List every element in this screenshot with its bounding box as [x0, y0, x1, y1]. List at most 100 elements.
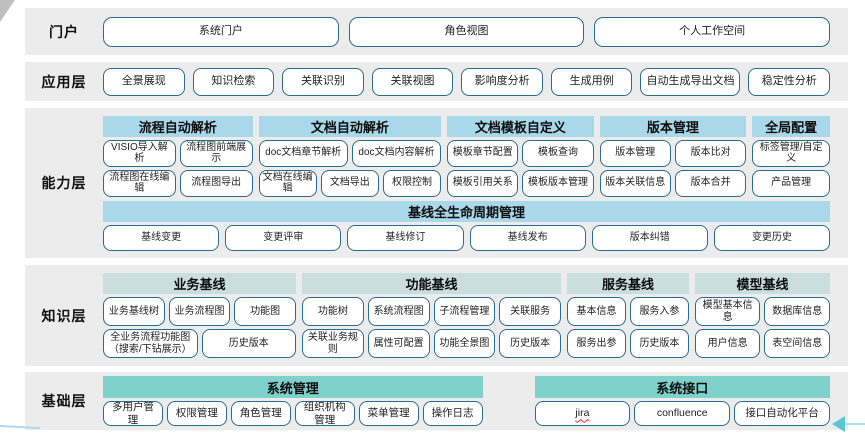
layer-band-portal: 门户 系统门户角色视图个人工作空间: [25, 8, 848, 55]
box-row: 基线变更变更评审基线修订基线发布版本纠错变更历史: [103, 224, 831, 251]
baseline-group: 基线全生命周期管理基线变更变更评审基线修订基线发布版本纠错变更历史: [103, 200, 831, 251]
item-box: 功能树: [302, 297, 364, 326]
item-box: 影响度分析: [461, 67, 543, 96]
item-box: 生成用例: [550, 67, 633, 96]
item-box: 权限控制: [382, 169, 442, 197]
group: 服务基线基本信息服务入参服务出参历史版本: [567, 273, 689, 358]
item-box: 功能图: [234, 297, 297, 326]
item-box: 表空间信息: [764, 329, 830, 358]
item-box: 组织机构管理: [294, 401, 355, 426]
corner-fold-decoration: [0, 0, 15, 22]
layer-label: 门户: [49, 23, 79, 40]
item-box: 用户信息: [694, 329, 761, 358]
group-header: 文档模板自定义: [447, 115, 594, 137]
layer-content: 业务基线业务基线树业务流程图功能图全业务流程功能图（搜索/下钻展示）历史版本功能…: [103, 265, 830, 366]
group: 文档模板自定义模板章节配置模板查询模板引用关系模板版本管理: [447, 115, 594, 197]
item-box: 标签管理/自定义: [752, 139, 830, 167]
layer-content: 系统门户角色视图个人工作空间: [103, 8, 831, 55]
item-box: 业务基线树: [103, 297, 165, 326]
box-row: 全景展现知识检索关联识别关联视图影响度分析生成用例自动生成导出文档稳定性分析: [103, 67, 831, 96]
item-box: 关联服务: [499, 297, 561, 326]
item-box: 子流程管理: [433, 297, 496, 326]
box-row: 全业务流程功能图（搜索/下钻展示）历史版本: [103, 329, 296, 358]
item-box: 版本比对: [674, 139, 747, 167]
box-row: 产品管理: [752, 169, 830, 197]
pointer-line-decoration: [841, 423, 865, 425]
item-box: 操作日志: [422, 401, 483, 426]
group-header: 文档自动解析: [258, 115, 442, 137]
item-box: 变更评审: [225, 224, 342, 251]
item-box: confluence: [634, 401, 731, 426]
box-row: 版本关联信息版本合并: [599, 169, 747, 197]
box-row: 服务出参历史版本: [567, 329, 689, 358]
item-box: 基本信息: [567, 297, 626, 326]
item-box: 系统门户: [103, 16, 339, 47]
box-row: 版本管理版本比对: [599, 139, 747, 167]
layer-content: 全景展现知识检索关联识别关联视图影响度分析生成用例自动生成导出文档稳定性分析: [103, 62, 831, 101]
item-box: 模型基本信息: [694, 297, 761, 326]
item-box: 属性可配置: [367, 329, 430, 358]
item-box: 文档导出: [320, 169, 379, 197]
group: 功能基线功能树系统流程图子流程管理关联服务关联业务规则属性可配置功能全景图历史版…: [302, 273, 562, 358]
box-row: 模型基本信息数据库信息: [694, 297, 830, 326]
group: 版本管理版本管理版本比对版本关联信息版本合并: [599, 115, 747, 197]
item-box: 基线发布: [469, 224, 586, 251]
item-box: 角色管理: [230, 401, 291, 426]
box-row: 标签管理/自定义: [752, 139, 830, 167]
item-box: 接口自动化平台: [734, 401, 830, 426]
group-header: 服务基线: [567, 273, 689, 294]
item-box: 变更历史: [713, 224, 831, 251]
item-box: 服务出参: [567, 329, 626, 358]
item-box: 系统流程图: [367, 297, 430, 326]
group-header: 版本管理: [599, 115, 747, 137]
box-row: 系统门户角色视图个人工作空间: [103, 16, 831, 47]
item-box: 历史版本: [629, 329, 689, 358]
box-row: 模板章节配置模板查询: [447, 139, 594, 167]
box-row: 业务基线树业务流程图功能图: [103, 297, 297, 326]
group-header: 基线全生命周期管理: [103, 200, 830, 222]
group-header: 流程自动解析: [103, 115, 253, 137]
layer-label: 知识层: [41, 307, 87, 324]
item-box: 流程图导出: [179, 169, 253, 197]
item-box: 功能全景图: [433, 329, 496, 358]
item-box: VISIO导入解析: [103, 139, 176, 167]
item-box: jira: [534, 401, 631, 426]
item-box: 权限管理: [166, 401, 227, 426]
item-box: 角色视图: [348, 16, 585, 47]
item-box: 文档在线编辑: [258, 169, 317, 197]
group-header: 系统管理: [103, 376, 483, 398]
box-row: 用户信息表空间信息: [694, 329, 830, 358]
item-box: 流程图前端展示: [179, 139, 253, 167]
item-box: 关联识别: [282, 67, 364, 96]
item-box: 多用户管理: [103, 401, 163, 426]
item-box: 模板查询: [522, 139, 594, 167]
item-box: 基线变更: [103, 224, 220, 251]
group: 全局配置标签管理/自定义产品管理: [752, 115, 830, 197]
group-header: 功能基线: [302, 273, 562, 294]
item-box: 关联视图: [371, 67, 454, 96]
item-box: 稳定性分析: [748, 67, 831, 96]
group-header: 模型基线: [694, 273, 830, 294]
item-box: 产品管理: [752, 169, 830, 197]
item-box: 基线修订: [347, 224, 464, 251]
group-header: 系统接口: [534, 376, 830, 398]
pointer-arrow-icon: [832, 416, 845, 432]
item-box: 版本管理: [599, 139, 671, 167]
box-row: 多用户管理权限管理角色管理组织机构管理菜单管理操作日志: [103, 401, 483, 426]
item-box: 菜单管理: [358, 401, 419, 426]
item-box: 服务入参: [629, 297, 689, 326]
item-box: 数据库信息: [764, 297, 830, 326]
layer-label: 能力层: [41, 175, 87, 191]
box-row: 功能树系统流程图子流程管理关联服务: [302, 297, 561, 326]
item-box: doc文档内容解析: [351, 139, 442, 167]
item-box: 历史版本: [201, 329, 296, 358]
